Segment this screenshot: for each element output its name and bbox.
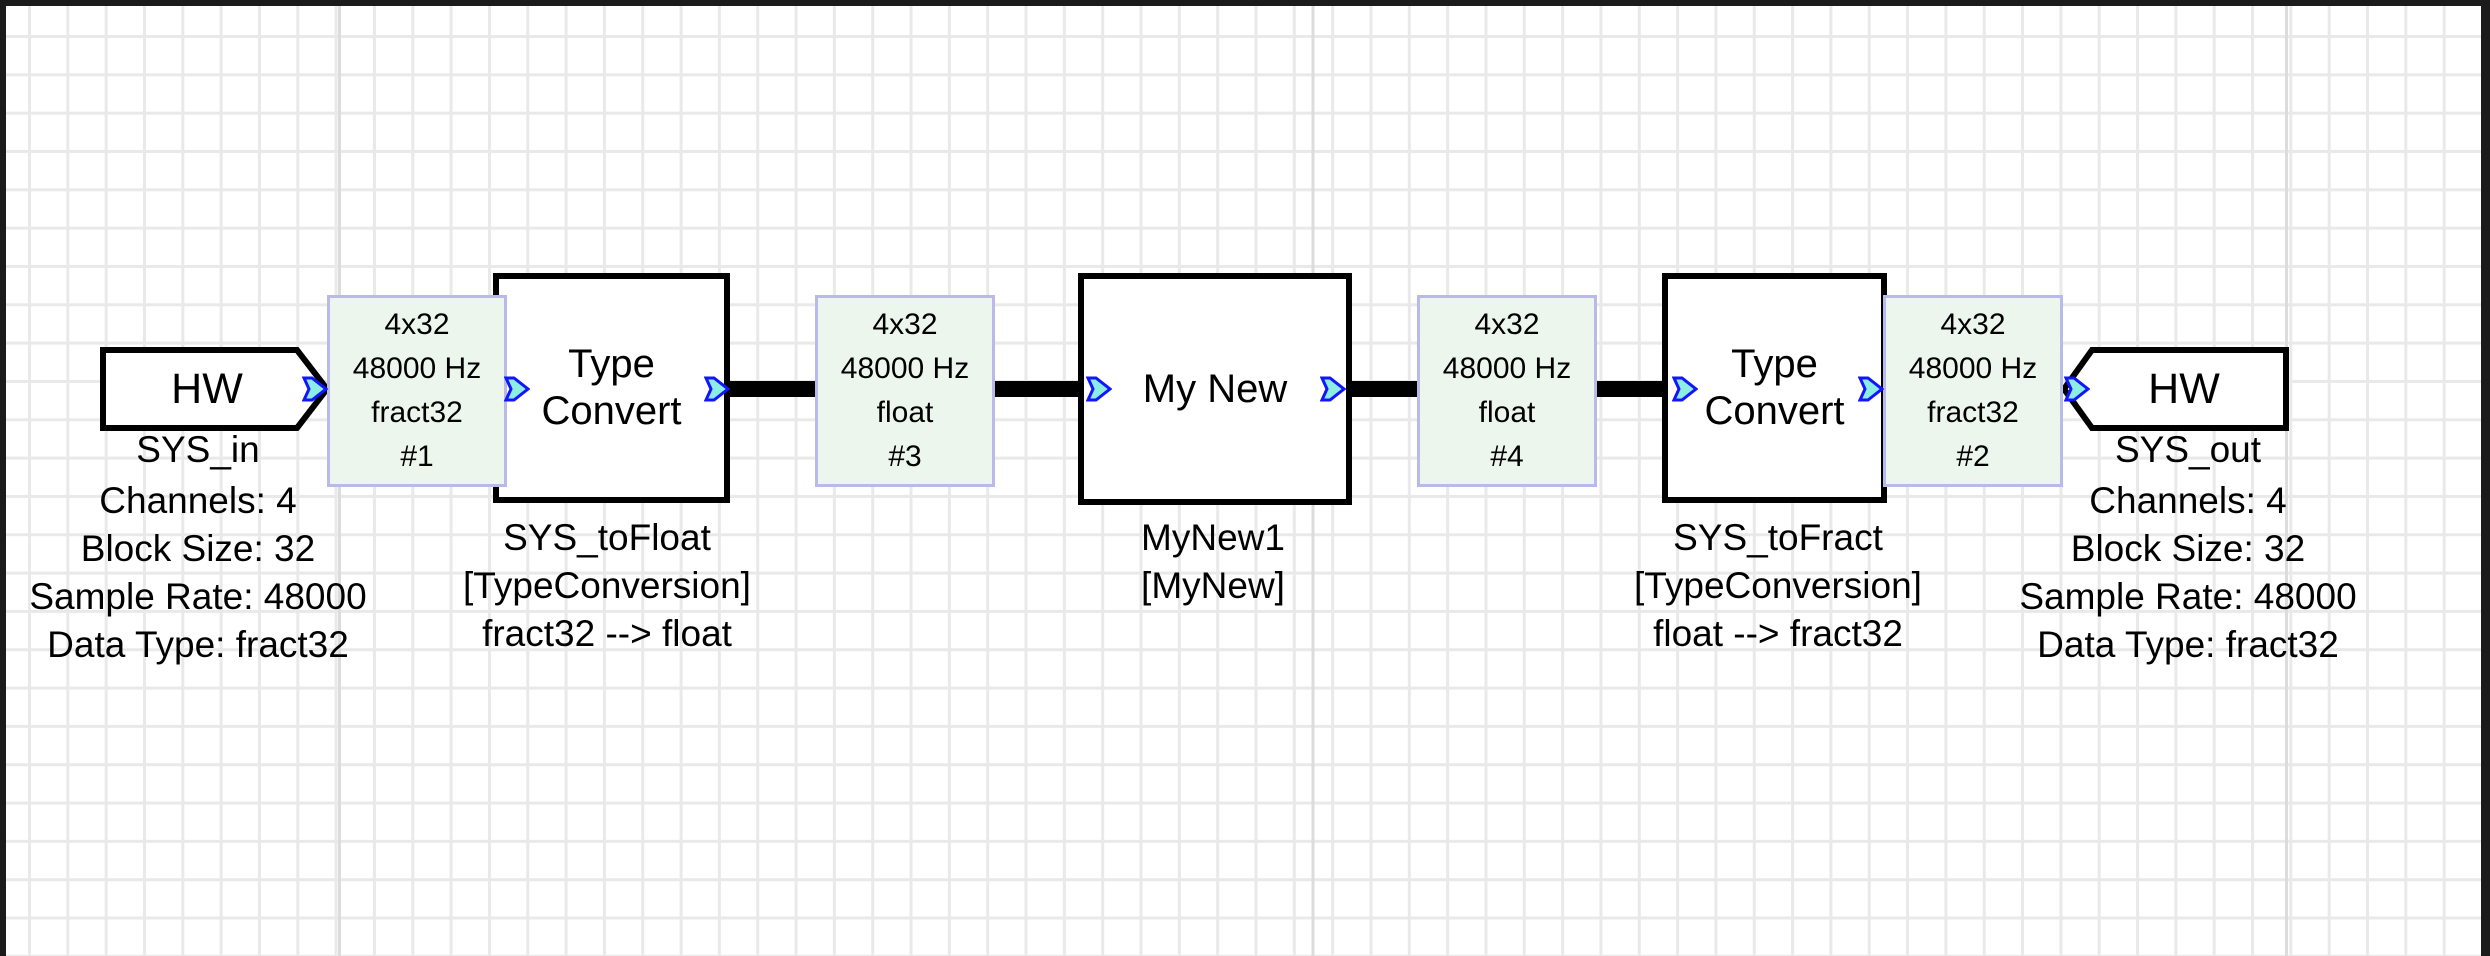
wire2-dimensions: 4x32 — [1940, 308, 2006, 341]
wire1-number: #1 — [400, 440, 434, 473]
sys-out-name: SYS_out — [2114, 429, 2262, 470]
wire-info-box-1[interactable]: 4x32 48000 Hz fract32 #1 — [327, 295, 507, 487]
sys-toFract-module: [TypeConversion] — [1634, 565, 1922, 606]
wire-myNew-to-w4[interactable] — [1347, 381, 1421, 397]
type-convert-2-output-port-icon[interactable] — [1858, 372, 1884, 406]
my-new-block[interactable]: My New — [1078, 273, 1352, 505]
type-convert-2-input-port-icon[interactable] — [1672, 372, 1698, 406]
sys-in-name: SYS_in — [136, 429, 260, 470]
my-new-block-label: My New — [1142, 366, 1288, 411]
wire4-number: #4 — [1490, 440, 1524, 473]
sys-toFract-name: SYS_toFract — [1673, 517, 1883, 558]
sys-in-blocksize: Block Size: 32 — [80, 528, 316, 569]
wire-info-box-2[interactable]: 4x32 48000 Hz fract32 #2 — [1883, 295, 2063, 487]
wire-info-box-3[interactable]: 4x32 48000 Hz float #3 — [815, 295, 995, 487]
sys-in-channels: Channels: 4 — [99, 480, 297, 521]
sys-out-blocksize: Block Size: 32 — [2070, 528, 2306, 569]
wire-w4-to-sysToFract[interactable] — [1595, 381, 1668, 397]
sys-out-input-port-icon[interactable] — [2064, 372, 2090, 406]
sys-toFract-conversion: float --> fract32 — [1653, 613, 1903, 654]
type-convert-1-label: Type Convert — [541, 342, 682, 433]
my-new-name: MyNew1 — [1141, 517, 1285, 558]
sys-out-channels: Channels: 4 — [2089, 480, 2287, 521]
my-new-output-port-icon[interactable] — [1320, 372, 1346, 406]
wire4-datatype: float — [1478, 396, 1536, 429]
my-new-input-port-icon[interactable] — [1086, 372, 1112, 406]
sys-in-caption: SYS_in Channels: 4 Block Size: 32 Sample… — [1, 426, 395, 669]
wire3-datatype: float — [876, 396, 934, 429]
wire-info-box-4[interactable]: 4x32 48000 Hz float #4 — [1417, 295, 1597, 487]
canvas-frame-top — [0, 0, 2490, 6]
sys-toFract-caption: SYS_toFract [TypeConversion] float --> f… — [1588, 514, 1968, 658]
wire-sysToFloat-to-w3[interactable] — [727, 381, 819, 397]
sys-in-samplerate: Sample Rate: 48000 — [29, 576, 367, 617]
wire1-dimensions: 4x32 — [384, 308, 450, 341]
wire3-dimensions: 4x32 — [872, 308, 938, 341]
wire3-samplerate: 48000 Hz — [840, 352, 970, 385]
hw-output-block[interactable] — [2061, 346, 2291, 432]
wire2-datatype: fract32 — [1927, 396, 2019, 429]
wire2-samplerate: 48000 Hz — [1908, 352, 2038, 385]
canvas-frame-left — [0, 0, 6, 956]
sys-toFloat-conversion: fract32 --> float — [482, 613, 732, 654]
wire-w3-to-myNew[interactable] — [991, 381, 1082, 397]
my-new-module: [MyNew] — [1141, 565, 1285, 606]
wire1-datatype: fract32 — [371, 396, 463, 429]
wire4-samplerate: 48000 Hz — [1442, 352, 1572, 385]
wire4-dimensions: 4x32 — [1474, 308, 1540, 341]
type-convert-1-input-port-icon[interactable] — [504, 372, 530, 406]
wire1-samplerate: 48000 Hz — [352, 352, 482, 385]
wire2-number: #2 — [1956, 440, 1990, 473]
sys-out-samplerate: Sample Rate: 48000 — [2019, 576, 2357, 617]
type-convert-2-block[interactable]: Type Convert — [1662, 273, 1887, 503]
sys-in-output-port-icon[interactable] — [302, 372, 328, 406]
sys-toFloat-module: [TypeConversion] — [463, 565, 751, 606]
my-new-caption: MyNew1 [MyNew] — [1063, 514, 1363, 610]
sys-out-caption: SYS_out Channels: 4 Block Size: 32 Sampl… — [1983, 426, 2393, 669]
sys-toFloat-caption: SYS_toFloat [TypeConversion] fract32 -->… — [417, 514, 797, 658]
sys-in-datatype: Data Type: fract32 — [47, 624, 349, 665]
type-convert-1-output-port-icon[interactable] — [704, 372, 730, 406]
sys-out-datatype: Data Type: fract32 — [2037, 624, 2339, 665]
sys-toFloat-name: SYS_toFloat — [503, 517, 711, 558]
wire3-number: #3 — [888, 440, 922, 473]
type-convert-2-label: Type Convert — [1704, 342, 1845, 433]
hw-input-block[interactable] — [100, 346, 330, 432]
canvas-frame-right — [2481, 0, 2490, 956]
